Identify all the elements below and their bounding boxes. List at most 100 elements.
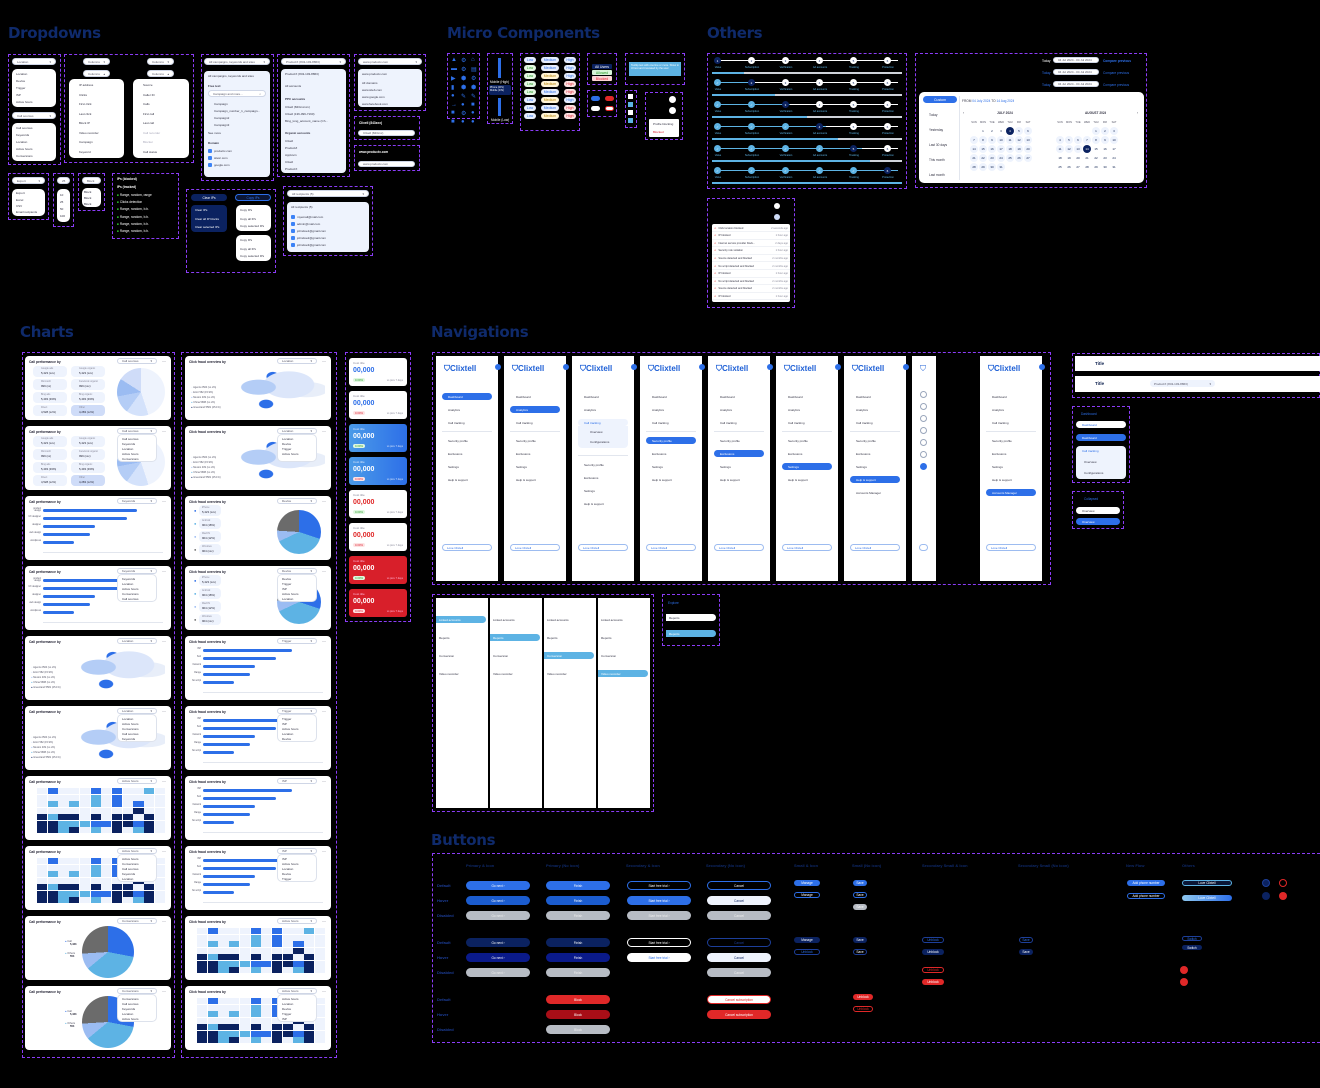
heatmap-cell[interactable] (122, 890, 133, 897)
cancel-button-hover[interactable]: Cancel (707, 896, 771, 905)
export-select[interactable]: Export▾ (12, 177, 45, 184)
columns-button[interactable]: Columns▴ (147, 70, 174, 77)
heatmap-cell[interactable] (79, 807, 91, 814)
sidebar-subitem[interactable]: Configurations (590, 440, 610, 444)
block-button[interactable]: Block (546, 995, 610, 1004)
checkbox-checked[interactable] (291, 229, 295, 234)
menu-item[interactable]: Trigger (282, 1012, 292, 1016)
accounts-select[interactable]: ProductX (843-103-8863)▾ (281, 58, 346, 65)
heatmap-cell[interactable] (69, 858, 80, 864)
start-trial-dark-button-hover[interactable]: Start free trial › (627, 953, 691, 962)
calendar-day[interactable]: 21 (970, 154, 978, 162)
heatmap-cell[interactable] (58, 890, 69, 897)
heatmap-cell[interactable] (47, 820, 58, 827)
column-option[interactable]: Clicks (79, 93, 87, 97)
heatmap-cell[interactable] (133, 884, 144, 890)
phone-off-icon[interactable] (1279, 892, 1287, 900)
heatmap-cell[interactable] (229, 1024, 240, 1030)
sub-nav-item[interactable]: Conversion (493, 653, 509, 658)
collapse-toggle[interactable] (631, 364, 637, 370)
sub-item[interactable]: Reports (666, 614, 716, 621)
stepper-step[interactable]: ✓ (782, 167, 789, 174)
heatmap-cell[interactable] (229, 967, 240, 973)
menu-item[interactable]: Location (122, 877, 134, 881)
sidebar-item[interactable]: Call tracking (448, 420, 465, 425)
heatmap-cell[interactable] (250, 1017, 261, 1024)
bar[interactable] (203, 797, 277, 800)
heatmap-cell[interactable] (69, 788, 80, 794)
sidebar-item[interactable]: Dashboard (652, 394, 667, 399)
heatmap-cell[interactable] (69, 820, 80, 827)
menu-item[interactable]: All domains (362, 81, 378, 85)
chart-dimension-select[interactable]: Call sources▾ (117, 358, 157, 364)
sub-item-active[interactable]: Reports (666, 630, 716, 637)
sidebar-icon[interactable] (920, 391, 927, 398)
account-option[interactable]: Applovin (285, 153, 297, 157)
bar[interactable] (43, 509, 138, 512)
menu-item[interactable]: Location (282, 732, 294, 736)
heatmap-cell[interactable] (111, 801, 123, 807)
toggle-on-red[interactable] (605, 96, 614, 101)
heatmap-cell[interactable] (47, 858, 58, 864)
sidebar-item[interactable]: Help & support (850, 476, 900, 483)
page-size-select[interactable]: 25 (57, 177, 70, 184)
preset-last-month[interactable]: Last month (929, 173, 945, 177)
calendar-day[interactable]: 14 (1083, 145, 1091, 153)
column-option[interactable]: Keyword (79, 150, 91, 154)
block-button-disabled[interactable]: Block (546, 1025, 610, 1034)
heatmap-cell[interactable] (218, 954, 229, 960)
more-icon[interactable]: — (322, 358, 326, 363)
sidebar-item[interactable]: Settings (782, 463, 832, 470)
stepper-step[interactable]: 5 (850, 145, 857, 152)
sub-nav-item[interactable]: Conversion (439, 653, 455, 658)
sub-nav-item[interactable]: Video recorder (598, 670, 648, 677)
heatmap-cell[interactable] (154, 788, 165, 794)
heatmap-cell[interactable] (154, 897, 165, 903)
calendar-day[interactable]: 31 (997, 163, 1005, 171)
save-dark-button[interactable]: Save (853, 937, 867, 943)
chart-dimension-select[interactable]: Keywords▾ (117, 498, 157, 504)
stepper-step[interactable]: 6 (884, 145, 891, 152)
heatmap-cell[interactable] (133, 890, 144, 897)
heatmap-cell[interactable] (261, 967, 272, 973)
sub-nav-item[interactable]: Video recorder (547, 671, 567, 676)
calendar-day[interactable]: 24 (1112, 156, 1116, 160)
menu-item[interactable]: Active hours (282, 862, 299, 866)
calendar-day[interactable]: 28 (970, 163, 978, 171)
more-icon[interactable]: — (162, 778, 166, 783)
menu-item[interactable]: Active hours (282, 997, 299, 1001)
heatmap-cell[interactable] (261, 1030, 272, 1037)
heatmap-cell[interactable] (122, 897, 133, 903)
stepper-step[interactable]: 3 (782, 57, 789, 64)
calendar-day[interactable]: 25 (1058, 165, 1062, 169)
sidebar-item[interactable]: Dashboard (584, 394, 599, 399)
menu-item[interactable]: Location (122, 1012, 134, 1016)
sidebar-item[interactable]: Exclusions (584, 475, 599, 480)
compare-previous-toggle[interactable]: Compare previous (1103, 59, 1131, 63)
heatmap-cell[interactable] (250, 947, 261, 954)
sidebar-item[interactable]: Call tracking (578, 419, 628, 426)
calendar-day[interactable]: 28 (1085, 165, 1089, 169)
save-small-secondary-hover[interactable]: Save (1019, 949, 1033, 955)
stepper-step[interactable]: 5 (850, 123, 857, 130)
block-select[interactable]: Block (82, 177, 101, 184)
heatmap-cell[interactable] (293, 960, 304, 967)
heatmap-cell[interactable] (197, 1024, 208, 1030)
clear-ips-button[interactable]: Clear IPs (191, 194, 227, 201)
stepper-step[interactable]: ✓ (714, 145, 721, 152)
heatmap-cell[interactable] (207, 1037, 218, 1043)
trash-icon[interactable] (1180, 978, 1188, 986)
heatmap-cell[interactable] (79, 871, 91, 877)
cancel-dark-button-hover[interactable]: Cancel (707, 953, 771, 962)
sidebar-icon[interactable] (920, 427, 927, 434)
heatmap-cell[interactable] (47, 807, 58, 814)
cancel-subscription-button[interactable]: Cancel subscription (707, 995, 771, 1004)
heatmap-cell[interactable] (250, 1011, 261, 1017)
menu-item[interactable]: Device (282, 1007, 292, 1011)
menu-item[interactable]: Device (16, 79, 26, 83)
stepper-step[interactable]: 6 (884, 79, 891, 86)
heatmap-cell[interactable] (90, 801, 101, 807)
bar[interactable] (203, 657, 277, 660)
heatmap-cell[interactable] (154, 807, 165, 814)
